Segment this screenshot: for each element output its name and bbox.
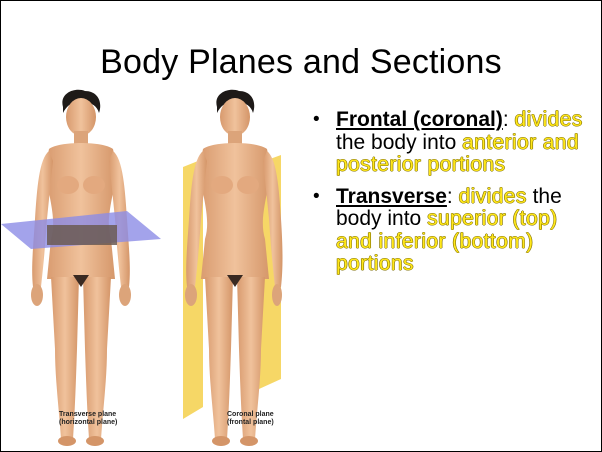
bullet-colon: : xyxy=(503,108,509,131)
bullet-term: Transverse xyxy=(336,185,447,208)
bullet-dot-icon: • xyxy=(313,109,320,132)
slide-title: Body Planes and Sections xyxy=(1,43,601,82)
caption-line: (frontal plane) xyxy=(227,419,274,427)
caption-line: Coronal plane xyxy=(227,411,274,419)
bullet-colon: : xyxy=(447,185,459,208)
highlighted-text: divides xyxy=(459,185,527,208)
transverse-plane-figure xyxy=(1,89,161,451)
highlighted-text: divides xyxy=(515,108,583,131)
coronal-plane-caption: Coronal plane (frontal plane) xyxy=(227,411,274,427)
bullet-dot-icon: • xyxy=(313,186,320,209)
coronal-plane-figure xyxy=(177,89,283,451)
transverse-plane-caption: Transverse plane (horizontal plane) xyxy=(59,411,117,427)
bullet-frontal: • Frontal (coronal): divides the body in… xyxy=(310,109,600,177)
bullet-term: Frontal (coronal) xyxy=(336,108,503,131)
bullet-transverse: • Transverse: divides the body into supe… xyxy=(310,186,600,276)
caption-line: (horizontal plane) xyxy=(59,419,117,427)
plain-text: the body into xyxy=(336,131,462,154)
caption-line: Transverse plane xyxy=(59,411,117,419)
bullet-list: • Frontal (coronal): divides the body in… xyxy=(310,109,600,285)
